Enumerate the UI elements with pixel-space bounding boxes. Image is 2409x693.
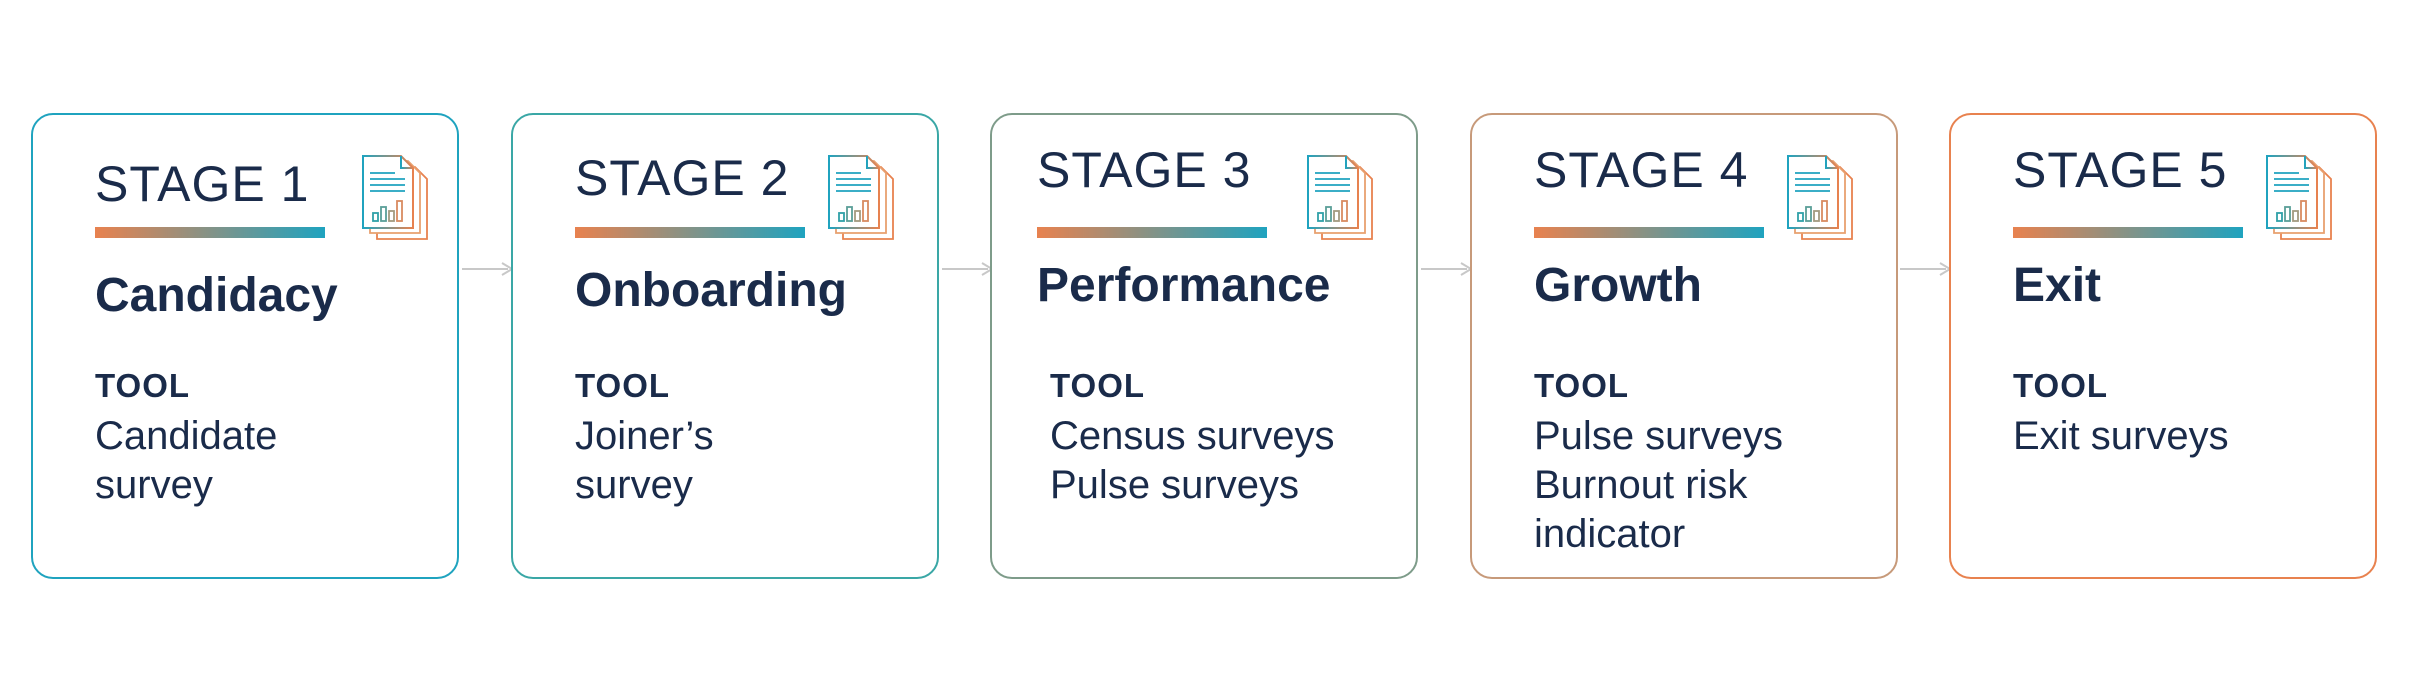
stage-card-5: STAGE 5 Exit TOOL Exit surveys — [1949, 113, 2377, 579]
stage-label: STAGE 3 — [1037, 142, 1252, 198]
tool-list: Exit surveys — [2013, 412, 2353, 461]
tool-list: Candidate survey — [95, 412, 335, 510]
survey-document-icon — [828, 155, 894, 240]
stage-name: Exit — [2013, 259, 2102, 312]
tool-heading: TOOL — [95, 367, 191, 404]
arrow-right-icon — [942, 262, 994, 276]
stage-card-3: STAGE 3 Performance TOOL Census surveys … — [990, 113, 1418, 579]
tool-item: Candidate survey — [95, 414, 278, 507]
stage-label: STAGE 4 — [1534, 142, 1749, 198]
tool-item: Pulse surveys — [1050, 463, 1299, 507]
tool-list: Census surveys Pulse surveys — [1050, 412, 1390, 510]
survey-document-icon — [1307, 155, 1373, 240]
stage-label: STAGE 2 — [575, 150, 790, 206]
stage-name: Onboarding — [575, 264, 847, 317]
tool-item: Burnout risk indicator — [1534, 463, 1748, 556]
stage-gradient-bar — [2013, 227, 2243, 238]
stage-gradient-bar — [1037, 227, 1267, 238]
stage-gradient-bar — [1534, 227, 1764, 238]
tool-item: Joiner’s survey — [575, 414, 714, 507]
stage-label: STAGE 1 — [95, 156, 310, 212]
arrow-right-icon — [1900, 262, 1952, 276]
tool-item: Census surveys — [1050, 414, 1335, 458]
stage-card-1: STAGE 1 Candidacy TOOL Candidate survey — [31, 113, 459, 579]
tool-item: Exit surveys — [2013, 414, 2229, 458]
stage-name: Performance — [1037, 259, 1331, 312]
stage-name: Candidacy — [95, 269, 338, 322]
stage-name: Growth — [1534, 259, 1702, 312]
survey-document-icon — [362, 155, 428, 240]
stage-gradient-bar — [95, 227, 325, 238]
stage-card-2: STAGE 2 Onboarding TOOL Joiner’s survey — [511, 113, 939, 579]
stage-card-4: STAGE 4 Growth TOOL Pulse surveys Burnou… — [1470, 113, 1898, 579]
survey-document-icon — [1787, 155, 1853, 240]
survey-document-icon — [2266, 155, 2332, 240]
tool-list: Joiner’s survey — [575, 412, 775, 510]
stage-label: STAGE 5 — [2013, 142, 2228, 198]
tool-heading: TOOL — [1534, 367, 1630, 404]
tool-heading: TOOL — [2013, 367, 2109, 404]
tool-list: Pulse surveys Burnout risk indicator — [1534, 412, 1794, 559]
tool-item: Pulse surveys — [1534, 414, 1783, 458]
stage-gradient-bar — [575, 227, 805, 238]
tool-heading: TOOL — [1050, 367, 1146, 404]
arrow-right-icon — [462, 262, 514, 276]
arrow-right-icon — [1421, 262, 1473, 276]
tool-heading: TOOL — [575, 367, 671, 404]
